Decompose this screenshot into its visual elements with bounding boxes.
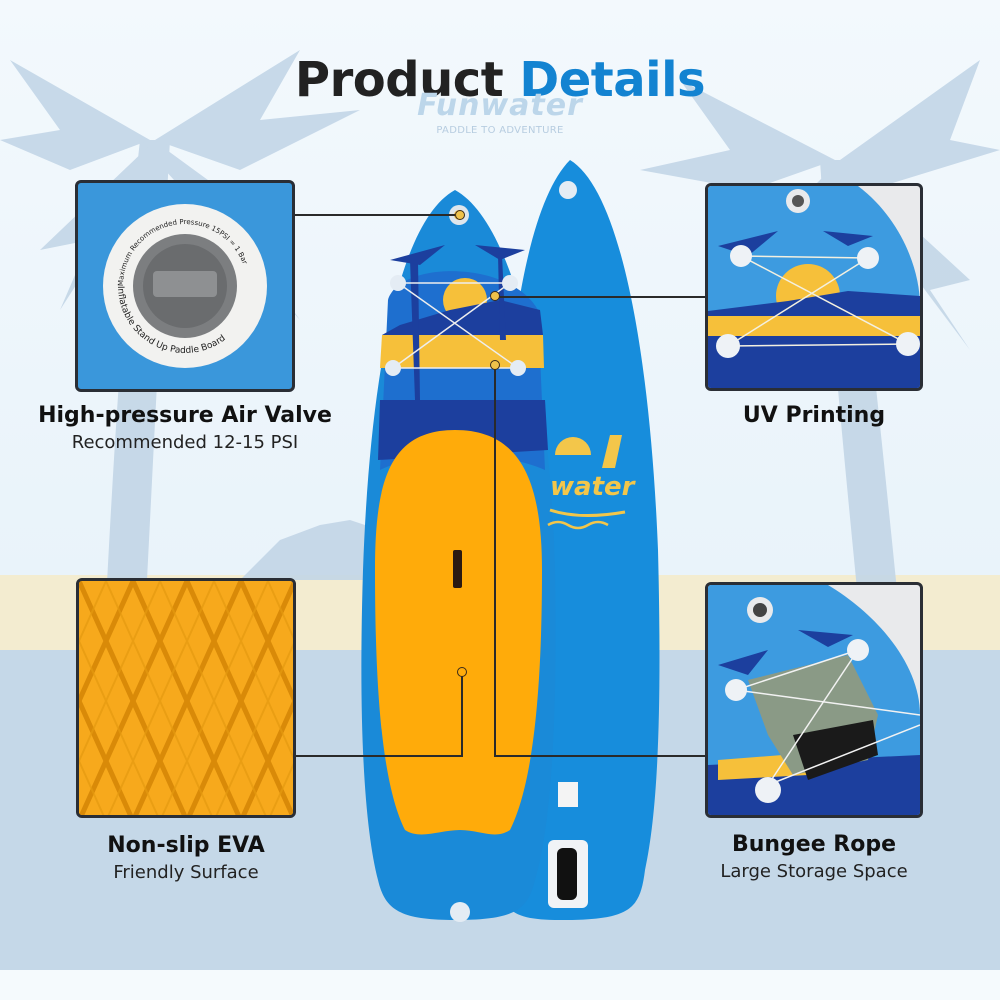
connector-valve xyxy=(295,214,455,216)
feature-caption-air-valve: High-pressure Air Valve Recommended 12-1… xyxy=(25,403,345,453)
marker-valve xyxy=(455,210,465,220)
connector-bungee-v xyxy=(494,366,496,757)
feature-image-air-valve: Maximum Recommended Pressure 15PSI = 1 B… xyxy=(75,180,295,392)
page-title: Product Details xyxy=(0,52,1000,108)
feature-subtitle: Friendly Surface xyxy=(113,862,259,883)
feature-caption-bungee-rope: Bungee Rope Large Storage Space xyxy=(680,832,948,882)
feature-title: High-pressure Air Valve xyxy=(38,403,332,428)
feature-subtitle: Large Storage Space xyxy=(720,861,908,882)
board-logo-text: water xyxy=(550,472,637,502)
marker-eva xyxy=(457,667,467,677)
title-part-dark: Product xyxy=(294,52,504,108)
feature-subtitle: Recommended 12-15 PSI xyxy=(71,432,299,453)
connector-eva-v xyxy=(461,672,463,757)
eva-deck-pad xyxy=(375,430,542,835)
feature-caption-non-slip-eva: Non-slip EVA Friendly Surface xyxy=(36,833,336,883)
marker-bungee xyxy=(490,360,500,370)
title-part-accent: Details xyxy=(519,52,706,108)
brand-logo: Funwater xyxy=(417,88,583,123)
paddle-boards-illustration: water xyxy=(361,160,660,922)
connector-eva-h xyxy=(292,755,463,757)
feature-title: Bungee Rope xyxy=(731,832,897,857)
eva-pattern-icon xyxy=(79,581,293,815)
mountain-decoration xyxy=(240,520,380,580)
brand-tagline: PADDLE TO ADVENTURE xyxy=(436,125,564,136)
feature-image-bungee-rope xyxy=(705,582,923,818)
background-foam xyxy=(0,970,1000,1000)
feature-image-uv-printing xyxy=(705,183,923,391)
feature-title: UV Printing xyxy=(742,403,886,428)
connector-bungee-h xyxy=(494,755,707,757)
feature-title: Non-slip EVA xyxy=(107,833,265,858)
brand-watermark: Funwater PADDLE TO ADVENTURE xyxy=(0,88,1000,136)
connector-uv xyxy=(497,296,707,298)
uv-print-icon xyxy=(708,186,920,388)
bungee-bag-icon xyxy=(708,585,920,815)
marker-uv xyxy=(490,291,500,301)
feature-image-non-slip-eva xyxy=(76,578,296,818)
feature-caption-uv-printing: UV Printing xyxy=(705,403,923,428)
air-valve-icon: Maximum Recommended Pressure 15PSI = 1 B… xyxy=(103,204,267,368)
